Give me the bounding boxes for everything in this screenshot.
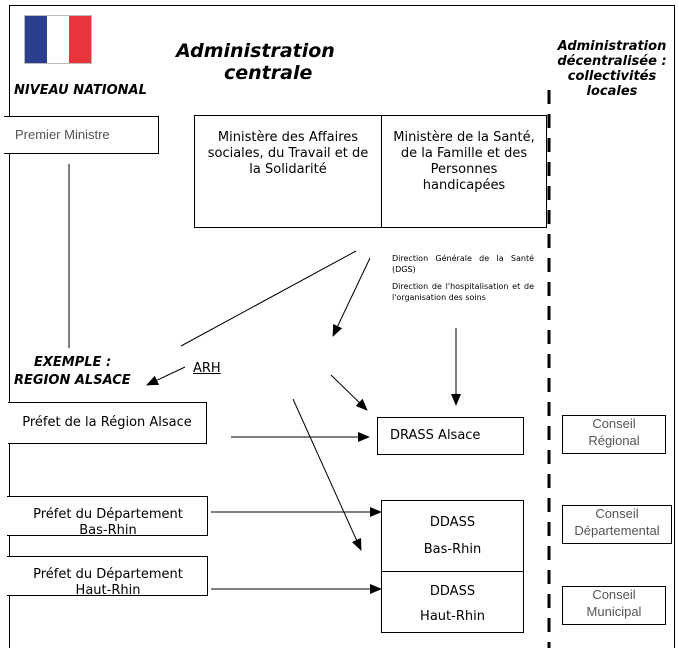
directions-block: Direction Générale de la Santé (DGS) Dir…	[392, 253, 534, 327]
dgs-label: Direction Générale de la Santé (DGS)	[392, 254, 534, 274]
ddass-bas-rhin-line1: DDASS	[429, 515, 476, 530]
flag-red-band	[69, 16, 91, 63]
conseil-municipal-line1: Conseil	[592, 587, 636, 602]
admin-centrale-title: Administration centrale	[176, 40, 346, 84]
ddass-haut-rhin-line1: DDASS	[429, 584, 476, 599]
prefet-bas-rhin-box: Préfet du Département Bas-Rhin	[7, 496, 208, 536]
conseil-regional-line1: Conseil	[592, 416, 636, 431]
arh-label: ARH	[193, 361, 221, 376]
conseil-departemental-line1: Conseil	[595, 506, 639, 521]
drass-box: DRASS Alsace	[377, 417, 524, 455]
ddass-bas-rhin-line2: Bas-Rhin	[423, 542, 482, 557]
conseil-municipal-line2: Municipal	[586, 604, 642, 619]
french-flag-icon	[24, 15, 92, 64]
arh-ddass-arrow	[292, 398, 362, 551]
prefet-haut-rhin-box: Préfet du Département Haut-Rhin	[7, 556, 208, 596]
exemple-region-label: EXEMPLE : REGION ALSACE	[14, 354, 131, 390]
ddass-haut-rhin-box: DDASS Haut-Rhin	[381, 571, 524, 633]
exemple-line1: EXEMPLE :	[34, 355, 112, 370]
prefet-region-box: Préfet de la Région Alsace	[8, 402, 207, 444]
arh-drass-arrow	[330, 374, 368, 411]
admin-decentralisee-line2: décentralisée :	[557, 54, 667, 69]
admin-decentralisee-line4: locales	[586, 84, 638, 99]
prefet-region-label: Préfet de la Région Alsace	[22, 415, 192, 430]
exemple-line2: REGION ALSACE	[14, 373, 131, 388]
niveau-national-label: NIVEAU NATIONAL	[14, 83, 147, 98]
ministere-sante-label: Ministère de la Santé, de la Famille et …	[393, 130, 535, 193]
chart-frame	[9, 5, 675, 648]
conseil-departemental-line2: Départemental	[574, 523, 660, 538]
ddass-haut-rhin-line2: Haut-Rhin	[420, 609, 485, 624]
prefet-haut-rhin-label: Préfet du Département Haut-Rhin	[33, 567, 183, 596]
admin-centrale-line2: centrale	[224, 62, 313, 84]
conseil-departemental-box: Conseil Départemental	[562, 505, 672, 544]
drass-label: DRASS Alsace	[390, 428, 481, 443]
ministere-arh-link	[180, 250, 357, 347]
dhos-label: Direction de l'hospitalisation et de l'o…	[392, 282, 534, 302]
admin-decentralisee-line3: collectivités	[567, 69, 657, 84]
premier-ministre-box: Premier Ministre	[4, 116, 159, 154]
conseil-municipal-box: Conseil Municipal	[562, 586, 666, 625]
flag-white-band	[47, 16, 69, 63]
conseil-regional-line2: Régional	[588, 433, 640, 448]
admin-centrale-line1: Administration	[176, 40, 335, 62]
ministere-down-arrow	[332, 257, 371, 337]
ddass-bas-rhin-box: DDASS Bas-Rhin	[381, 500, 524, 572]
ministere-sante-box: Ministère de la Santé, de la Famille et …	[382, 116, 546, 227]
admin-decentralisee-title: Administration décentralisée : collectiv…	[545, 39, 679, 99]
ministere-affaires-sociales-box: Ministère des Affaires sociales, du Trav…	[195, 116, 382, 227]
exemple-arrow	[146, 366, 186, 386]
ministeres-box: Ministère des Affaires sociales, du Trav…	[194, 115, 547, 228]
prefet-bas-rhin-label: Préfet du Département Bas-Rhin	[33, 507, 183, 536]
conseil-regional-box: Conseil Régional	[562, 415, 666, 454]
premier-ministre-label: Premier Ministre	[15, 127, 110, 142]
flag-blue-band	[25, 16, 47, 63]
ministere-affaires-sociales-label: Ministère des Affaires sociales, du Trav…	[207, 130, 369, 177]
admin-decentralisee-line1: Administration	[557, 39, 667, 54]
